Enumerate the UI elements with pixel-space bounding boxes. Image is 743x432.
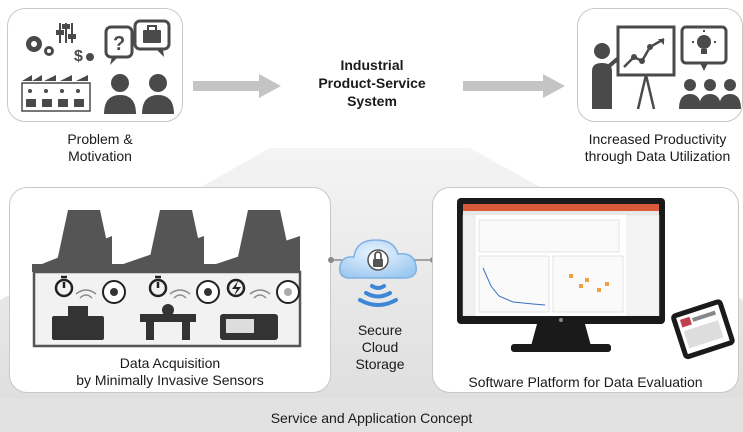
acquisition-label-line1: Data Acquisition: [119, 355, 221, 371]
sliders-icon: [56, 23, 76, 43]
briefcase-bubble-icon: [133, 19, 171, 57]
problem-label: Problem & Motivation: [40, 131, 160, 165]
factory-roof-icon: [32, 236, 300, 272]
wifi-icon: [75, 289, 271, 299]
svg-text:?: ?: [113, 33, 125, 55]
lightning-icon: [232, 281, 241, 296]
arrow-right-icon: [193, 74, 281, 98]
outcome-card: [577, 8, 743, 122]
chart-board-icon: [616, 25, 676, 110]
platform-label: Software Platform for Data Evaluation: [468, 374, 703, 390]
platform-card: [432, 187, 739, 393]
stopwatch-icon: [54, 275, 168, 298]
problem-label-line2: Motivation: [68, 148, 132, 164]
question-bubble-icon: ?: [104, 25, 134, 65]
machine-icon: [52, 304, 278, 340]
cloud-label-line3: Storage: [355, 356, 405, 372]
outcome-label-line2: through Data Utilization: [584, 148, 731, 164]
monitor-icon: [457, 198, 665, 352]
power-icon: [226, 278, 246, 298]
footer-label: Service and Application Concept: [270, 410, 473, 426]
sensor-icon: [102, 280, 300, 304]
person-icon: [104, 74, 174, 114]
problem-illustration: $ ?: [21, 19, 174, 114]
outcome-illustration: [592, 25, 741, 110]
presenter-icon: [592, 43, 624, 109]
system-title-line2: Product-Service: [318, 75, 426, 91]
acquisition-card: [9, 187, 331, 393]
outcome-label-line1: Increased Productivity: [588, 131, 727, 147]
tablet-icon: [671, 299, 735, 360]
factory-illustration: [32, 210, 302, 348]
system-title-line3: System: [347, 93, 397, 109]
lock-icon: [367, 249, 389, 271]
dollar-icon: $: [74, 48, 83, 65]
arrow-right-icon: [463, 74, 565, 98]
acquisition-label: Data Acquisition by Minimally Invasive S…: [9, 355, 331, 389]
cloud-label: Secure Cloud Storage: [334, 322, 426, 373]
system-title-line1: Industrial: [340, 57, 404, 73]
problem-card: $ ?: [7, 8, 183, 122]
acquisition-label-line2: by Minimally Invasive Sensors: [76, 372, 264, 388]
system-title: Industrial Product-Service System: [292, 56, 452, 110]
signal-waves-icon: [358, 284, 398, 307]
problem-label-line1: Problem &: [67, 131, 133, 147]
audience-icon: [679, 79, 741, 109]
idea-bubble-icon: [680, 25, 728, 71]
outcome-label: Increased Productivity through Data Util…: [572, 131, 743, 165]
monitor-illustration: [457, 198, 735, 360]
gear-icon: [26, 36, 54, 56]
cloud-label-line2: Cloud: [361, 339, 399, 355]
factory-roof-icon: [22, 75, 88, 81]
cloud-icon: [338, 239, 417, 307]
cloud-label-line1: Secure: [357, 322, 403, 338]
